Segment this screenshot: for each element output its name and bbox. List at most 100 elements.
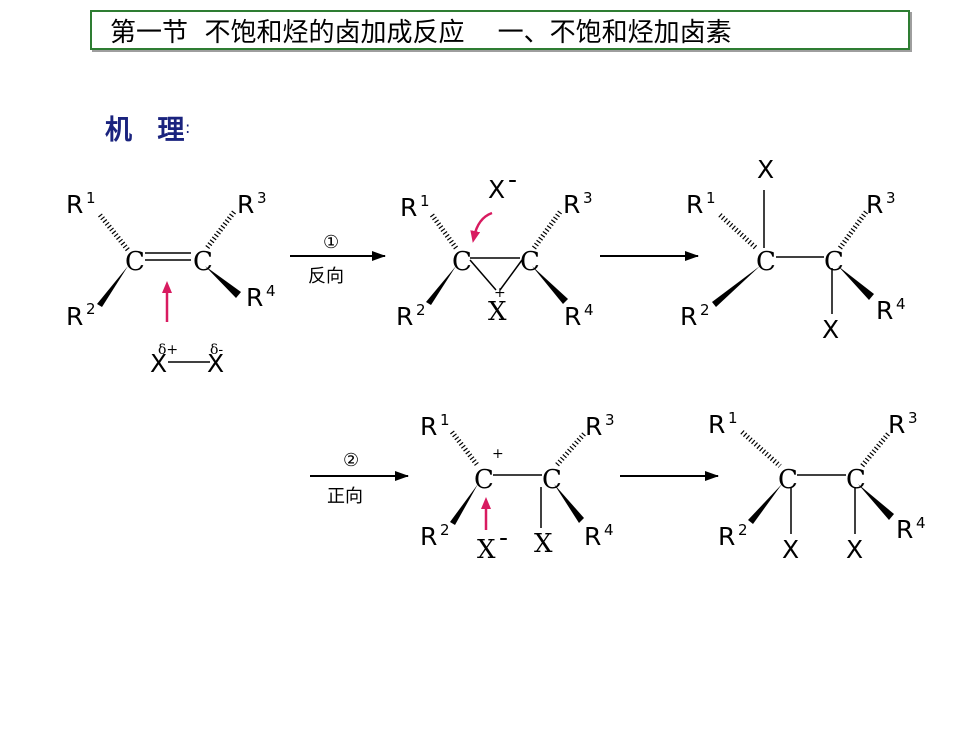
halonium-charge: + [494, 285, 506, 301]
bottom-x: X [822, 315, 839, 344]
r3-superscript: 3 [605, 411, 615, 429]
carbon-left: C [756, 247, 776, 277]
delta-minus-label: δ- [210, 342, 223, 358]
hashed-bond-r1 [740, 430, 782, 468]
r3-superscript: 3 [886, 189, 896, 207]
r3-superscript: 3 [257, 189, 267, 207]
ring-cx-bond-right [499, 259, 523, 291]
syn-product-structure: R 1 R 2 R 3 R 4 C C X X [708, 409, 926, 564]
r1-label: R [66, 190, 83, 219]
hashed-bond-r3 [837, 210, 869, 250]
carbon-left: C [778, 465, 798, 495]
carbon-right: C [193, 247, 213, 277]
hashed-bond-r3 [860, 432, 890, 468]
carbon-left: C [125, 247, 145, 277]
r1-label: R [420, 412, 437, 441]
r2-label: R [680, 302, 697, 331]
bonded-x: X [534, 529, 553, 559]
r1-superscript: 1 [420, 192, 430, 210]
halogen-x-right: X [207, 349, 224, 378]
wedge-bond-r4 [554, 484, 584, 523]
top-x: X [757, 155, 774, 184]
r3-superscript: 3 [908, 409, 918, 427]
r2-label: R [66, 302, 83, 331]
wedge-bond-r2 [748, 484, 782, 524]
r1-superscript: 1 [86, 189, 96, 207]
r3-label: R [585, 412, 602, 441]
anion-attack-arrow [470, 211, 493, 243]
mechanism-label: 机 理 [105, 115, 193, 146]
r1-superscript: 1 [440, 411, 450, 429]
carbon-right: C [846, 465, 866, 495]
hashed-bond-r1 [450, 430, 480, 468]
hashed-bond-r1 [429, 213, 459, 250]
r3-label: R [237, 190, 254, 219]
r4-superscript: 4 [584, 301, 594, 319]
wedge-bond-r2 [712, 266, 760, 307]
hashed-bond-r1 [98, 213, 130, 252]
r4-superscript: 4 [916, 514, 926, 532]
r4-label: R [564, 302, 581, 331]
r3-label: R [866, 190, 883, 219]
step2-label: 正向 [327, 486, 363, 507]
r2-label: R [718, 522, 735, 551]
wedge-bond-r2 [426, 266, 456, 305]
bottom-x-right: X [846, 535, 863, 564]
step2-number: ② [343, 450, 359, 471]
r4-superscript: 4 [896, 295, 906, 313]
hashed-bond-r1 [718, 213, 758, 250]
r1-label: R [400, 193, 417, 222]
r4-superscript: 4 [604, 521, 614, 539]
r2-superscript: 2 [416, 301, 426, 319]
r2-label: R [396, 302, 413, 331]
carbon-right: C [824, 247, 844, 277]
delta-plus-label: δ+ [158, 342, 178, 358]
carbon-right: C [520, 247, 540, 277]
r3-superscript: 3 [583, 189, 593, 207]
anti-product-structure: X R 1 R 2 R 3 R 4 C C X [680, 155, 906, 344]
ring-cx-bond-left [469, 259, 497, 291]
halonium-x: X [488, 297, 507, 327]
carbocation-structure: R 1 R 2 R 3 R 4 + C C X X - [420, 411, 615, 565]
r1-label: R [686, 190, 703, 219]
halide-anion: X [488, 175, 505, 204]
bottom-x-left: X [782, 535, 799, 564]
halogen-x-left: X [150, 349, 167, 378]
r1-superscript: 1 [728, 409, 738, 427]
step1-number: ① [323, 232, 339, 253]
r3-label: R [563, 190, 580, 219]
wedge-bond-r4 [532, 266, 568, 304]
hashed-bond-r3 [531, 210, 563, 250]
r3-label: R [888, 410, 905, 439]
r4-superscript: 4 [266, 282, 276, 300]
step1-arrow-group: ① 反向 [290, 232, 386, 287]
halide-anion-charge: - [499, 523, 508, 552]
carbon-left: C [452, 247, 472, 277]
r1-label: R [708, 410, 725, 439]
r4-label: R [876, 296, 893, 325]
halonium-structure: R 1 R 2 R 3 R 4 X - C C + X [396, 165, 594, 331]
halide-anion-charge: - [508, 165, 517, 194]
r1-superscript: 1 [706, 189, 716, 207]
r2-superscript: 2 [700, 301, 710, 319]
hashed-bond-r3 [205, 210, 236, 250]
r2-superscript: 2 [86, 300, 96, 318]
slide-title: 第一节 不饱和烃的卤加成反应 一、不饱和烃加卤素 [110, 17, 732, 48]
title-box: 第一节 不饱和烃的卤加成反应 一、不饱和烃加卤素 [90, 10, 910, 50]
wedge-bond-r4 [858, 484, 894, 520]
step2-arrow-group: ② 正向 [310, 450, 409, 507]
wedge-bond-r2 [97, 266, 128, 307]
r2-superscript: 2 [738, 521, 748, 539]
r4-label: R [584, 522, 601, 551]
carbon-left: C [474, 465, 494, 495]
halide-anion: X [477, 535, 496, 565]
carbocation-charge: + [492, 446, 504, 462]
hashed-bond-r3 [554, 432, 586, 468]
r4-label: R [896, 515, 913, 544]
step1-label: 反向 [308, 266, 344, 287]
r4-label: R [246, 283, 263, 312]
wedge-bond-r2 [450, 484, 478, 525]
mechanism-colon: : [185, 118, 191, 137]
